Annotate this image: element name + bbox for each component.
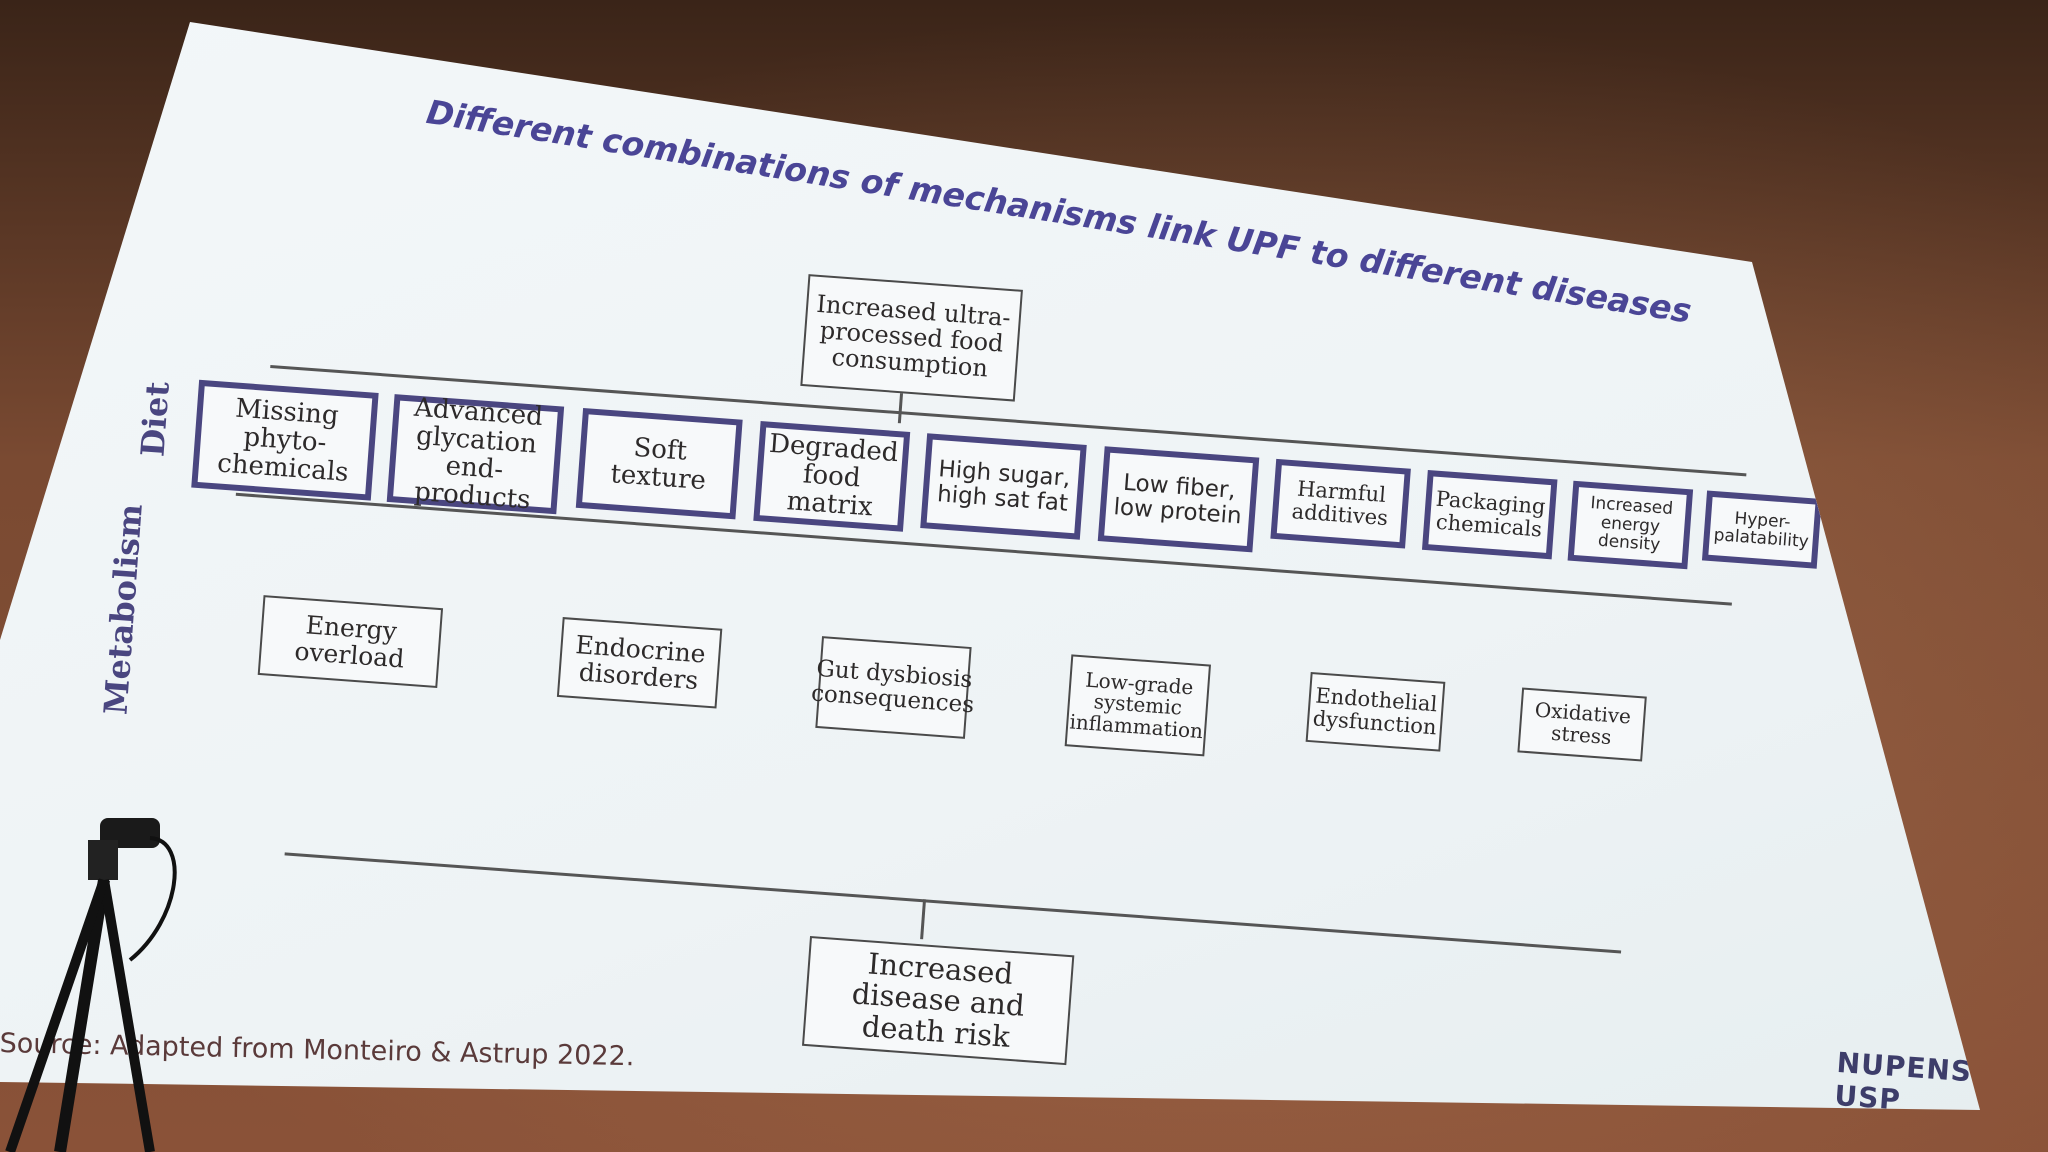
mechanism-diagram: Diet Metabolism Increased ultra-processe… [96, 274, 1841, 1110]
metabolism-box-endocrine-disorders: Endocrine disorders [556, 617, 723, 709]
diet-box-degraded-food-matrix: Degraded food matrix [753, 421, 911, 532]
metabolism-box-oxidative-stress: Oxidative stress [1517, 687, 1647, 762]
diet-box-harmful-additives: Harmful additives [1270, 458, 1411, 549]
tripod-camera [5, 818, 177, 1152]
diet-box-advanced-glycation: Advanced glycation end-products [386, 392, 565, 515]
metabolism-box-gut-dysbiosis: Gut dysbiosis consequences [810, 636, 975, 739]
diet-box-packaging-chemicals: Packaging chemicals [1421, 470, 1558, 560]
diet-box-high-sugar: High sugar, high sat fat [920, 433, 1087, 540]
diet-box-missing-phytochemicals: Missing phyto-chemicals [191, 379, 379, 501]
metabolism-box-energy-overload: Energy overload [257, 595, 444, 689]
metabolism-box-endothelial-dysfunction: Endothelial dysfunction [1305, 671, 1446, 752]
metabolism-box-inflammation: Low-grade systemic inflammation [1064, 654, 1211, 757]
diet-box-low-fiber: Low fiber, low protein [1097, 446, 1260, 553]
diet-box-soft-texture: Soft texture [575, 407, 743, 520]
diet-box-increased-energy-density: Increased energy density [1567, 480, 1694, 570]
diet-label: Diet [133, 380, 177, 458]
metabolism-label: Metabolism [96, 502, 150, 716]
upf-consumption-box: Increased ultra-processed food consumpti… [800, 274, 1023, 402]
diet-box-hyper-palatability: Hyper-palatability [1701, 490, 1822, 569]
outcome-box: Increased disease and death risk [801, 936, 1075, 1066]
metabolism-bottom-bus [284, 852, 1622, 954]
connector [920, 899, 927, 940]
